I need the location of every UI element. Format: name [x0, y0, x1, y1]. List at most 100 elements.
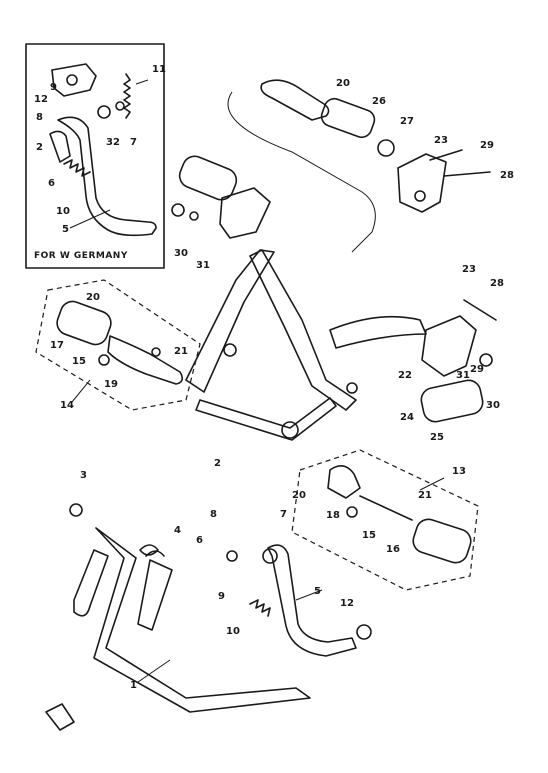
frame-curve-top [227, 91, 376, 253]
rear-right-footrest [420, 299, 497, 423]
bolt-29 [429, 149, 463, 161]
side-stand-arm [267, 544, 357, 657]
stand-spring-4 [139, 544, 165, 557]
top-callout-23: 23 [434, 135, 448, 146]
inset-spring-11 [123, 73, 131, 119]
frame-tube-right [249, 249, 357, 411]
callout-8: 8 [210, 509, 217, 520]
footrest-arm-13 [327, 465, 361, 499]
callout-32: 32 [106, 137, 120, 148]
inset-spring-10 [63, 159, 91, 177]
callout-21a: 21 [174, 346, 188, 357]
top-callout-20: 20 [336, 78, 350, 89]
pin-21 [151, 347, 161, 357]
callout-3: 3 [80, 470, 87, 481]
bolt-29-right [463, 299, 497, 321]
inset-w-germany: FOR W GERMANY [25, 43, 199, 269]
inset-callout-6: 6 [48, 178, 55, 189]
inset-washer-32 [97, 105, 111, 119]
callout-1: 1 [130, 680, 137, 691]
frame-boss-2 [281, 421, 299, 439]
side-stand-spring-10 [249, 599, 271, 617]
callout-16: 16 [386, 544, 400, 555]
footrest-assembly-13 [291, 449, 479, 591]
inset-pivot-bracket [51, 63, 97, 97]
front-footrest-left [178, 155, 271, 239]
callout-15a: 15 [72, 356, 86, 367]
frame-boss-3 [346, 382, 358, 394]
callout-24: 24 [400, 412, 414, 423]
side-stand [226, 544, 372, 657]
inset-pivot-bolt [66, 74, 78, 86]
callout-7: 7 [280, 509, 287, 520]
footrest-rubber-16 [412, 518, 472, 564]
washer-27 [377, 139, 395, 157]
frame-tube-left [185, 249, 275, 393]
callout-30: 30 [486, 400, 500, 411]
mid-callout-31: 31 [196, 260, 210, 271]
bolt-28 [443, 171, 491, 177]
inset-nut-7 [115, 101, 125, 111]
footrest-assembly-14 [35, 279, 201, 411]
callout-28: 28 [490, 278, 504, 289]
center-stand-leg-left [73, 549, 109, 617]
footrest-rubber-17 [56, 300, 112, 346]
callout-14: 14 [60, 400, 74, 411]
washer-30-right [479, 353, 493, 367]
callout-20b: 20 [292, 490, 306, 501]
footrest-rubber-25 [420, 379, 484, 423]
washer-18 [346, 506, 358, 518]
frame-section [185, 249, 427, 441]
bracket-22 [421, 315, 477, 377]
callout-labels: 1 2 2 3 4 5 6 7 8 9 10 12 13 14 15 15 16… [34, 64, 514, 691]
callout-18: 18 [326, 510, 340, 521]
footrest-rubber-26 [320, 97, 376, 139]
footrest-arm-14 [107, 335, 184, 385]
inset-callout-5: 5 [62, 224, 69, 235]
inset-callout-10: 10 [56, 206, 70, 217]
callout-15b: 15 [362, 530, 376, 541]
inset-label: FOR W GERMANY [34, 251, 128, 261]
callout-2b: 2 [36, 142, 43, 153]
callout-9: 9 [218, 591, 225, 602]
inset-clip-31 [189, 211, 199, 221]
top-callout-27: 27 [400, 116, 414, 127]
washer-19 [98, 354, 110, 366]
callout-10: 10 [226, 626, 240, 637]
top-callout-26: 26 [372, 96, 386, 107]
frame-cross-member [195, 397, 337, 441]
inset-brake-pedal [57, 116, 157, 237]
inset-callout-12: 12 [34, 94, 48, 105]
callout-29: 29 [470, 364, 484, 375]
footrest-bracket-23 [397, 153, 447, 213]
top-callout-28: 28 [500, 170, 514, 181]
inset-washer-30 [171, 203, 185, 217]
callout-25: 25 [430, 432, 444, 443]
side-stand-rubber-12 [356, 624, 372, 640]
center-stand-foot-tab [45, 703, 75, 731]
inset-frame [25, 43, 165, 269]
center-stand-leg-right [137, 559, 173, 631]
inset-callout-11: 11 [152, 64, 166, 75]
side-stand-bolt-6 [226, 550, 238, 562]
pin-15 [359, 495, 413, 521]
dashed-box-13 [291, 449, 479, 591]
mid-callout-30: 30 [174, 248, 188, 259]
frame-swingarm-pivot [329, 315, 427, 349]
callout-21b: 21 [418, 490, 432, 501]
footrest-rod-20 [260, 79, 330, 121]
footrest-rubber-upper [178, 155, 238, 201]
rear-footrest-group [227, 79, 491, 253]
callout-6: 6 [196, 535, 203, 546]
leader-lines [69, 79, 445, 683]
callout-12: 12 [340, 598, 354, 609]
stand-bolt-3 [69, 503, 83, 517]
callout-19: 19 [104, 379, 118, 390]
center-stand-frame [93, 527, 311, 713]
inset-callout-8: 8 [36, 112, 43, 123]
callout-23: 23 [462, 264, 476, 275]
inset-callout-9: 9 [50, 82, 57, 93]
callout-2a: 2 [214, 458, 221, 469]
